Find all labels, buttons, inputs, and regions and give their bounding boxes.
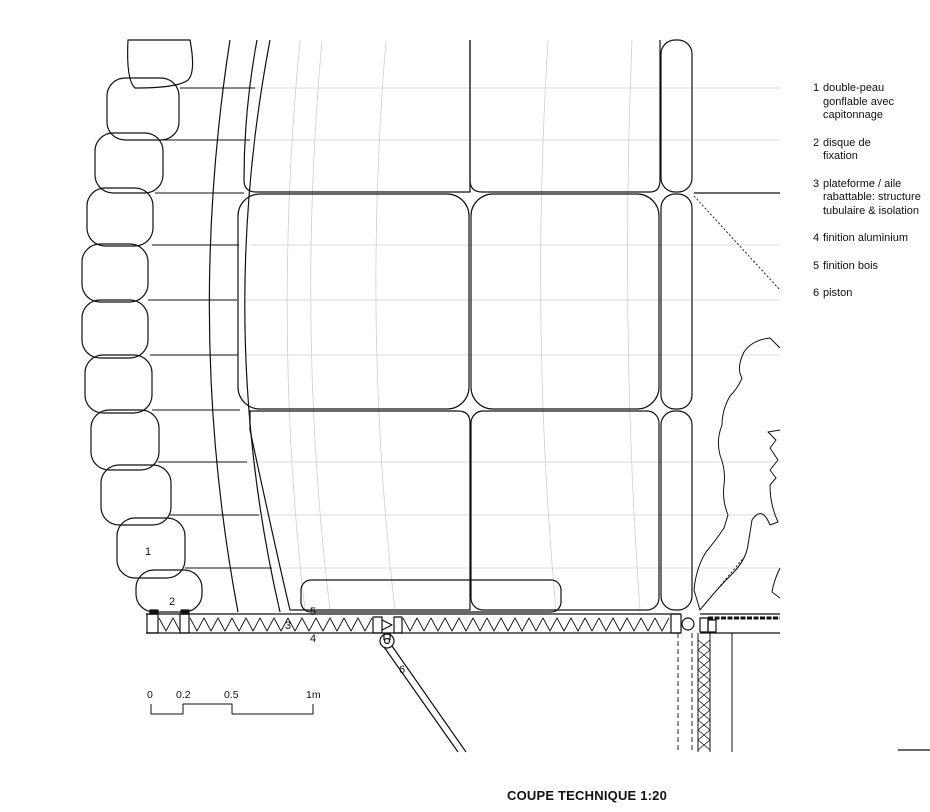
scale-tick-0: 0 [147,689,153,701]
legend-line: capitonnage [823,109,883,121]
legend-line: double-peau [823,82,885,94]
legend-line: finition bois [823,259,879,272]
callout-6: 6 [399,664,405,676]
legend-num: 2 [813,136,820,149]
legend-line: rabattable: structure [823,191,921,203]
legend-line: tubulaire & isolation [823,204,920,217]
wood-finish-panel [300,579,562,613]
callout-labels: 1 2 3 4 5 6 [145,546,405,676]
scale-bar [150,703,314,715]
folding-platform [146,613,682,634]
piston [379,633,467,753]
scale-bar-labels: 0 0.2 0.5 1m [147,689,321,701]
legend-line: piston [823,287,853,299]
legend-line: plateforme / aile [823,177,902,190]
callout-5: 5 [310,606,316,618]
legend-item-4: 4 finition aluminium [813,232,928,246]
scale-tick-0.2: 0.2 [176,689,191,701]
person-silhouette [693,337,781,611]
legend-num: 3 [813,177,820,190]
callout-2: 2 [169,596,175,608]
legend-item-6: 6 piston [813,287,928,301]
callout-1: 1 [145,546,151,558]
legend-num: 5 [813,259,820,272]
inner-quilted-panels [237,39,780,611]
legend-line: gonflable avec [823,95,894,108]
legend-line: fixation [823,150,858,162]
legend-item-5: 5 finition bois [813,260,928,274]
construction-arcs [245,39,780,611]
legend-item-1: 1 double-peau gonflable avec capitonnage [813,82,928,123]
legend-num: 4 [813,232,820,244]
drawing-title: COUPE TECHNIQUE 1:20 [507,788,668,803]
legend-item-3: 3 plateforme / aile rabattable: structur… [813,178,928,219]
legend-num: 6 [813,287,820,299]
legend-item-2: 2 disque de fixation [813,137,928,164]
inflatable-cushions [81,39,203,613]
legend: 1 double-peau gonflable avec capitonnage… [813,82,928,315]
dotted-guide [693,195,781,291]
cushion-tie-lines [148,87,272,569]
callout-3: 3 [285,620,291,632]
fixation-discs [149,609,190,615]
outer-skin-arcs [208,39,281,613]
scale-tick-1m: 1m [306,689,321,701]
legend-line: finition aluminium [823,232,908,244]
scale-tick-0.5: 0.5 [224,689,239,701]
right-hinge-assembly [677,613,930,752]
legend-line: disque de [823,136,871,149]
legend-num: 1 [813,82,820,94]
callout-4: 4 [310,633,316,645]
